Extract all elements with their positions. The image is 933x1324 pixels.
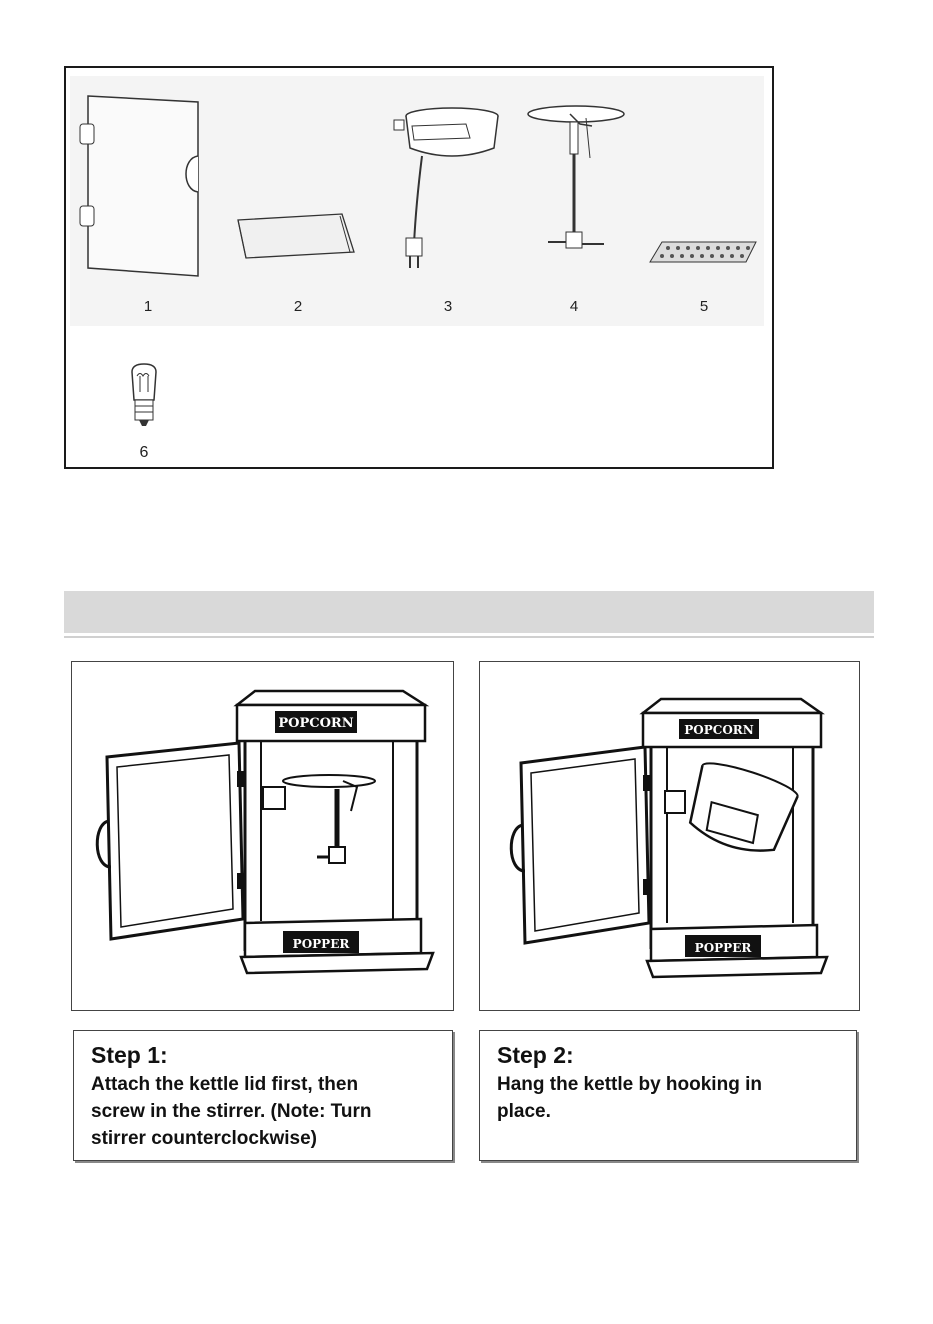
brand-popper-label-1: POPPER xyxy=(293,937,351,951)
stirrer-icon xyxy=(524,104,634,262)
part-number-1: 1 xyxy=(128,298,168,315)
step-1-text: Attach the kettle lid first, then screw … xyxy=(91,1071,371,1152)
popcorn-machine-step-2-illustration: POPCORN POPPER xyxy=(479,661,860,1011)
door-panel-icon xyxy=(78,94,208,280)
part-number-4: 4 xyxy=(554,298,594,315)
step-1-box: Step 1: Attach the kettle lid first, the… xyxy=(73,1030,453,1161)
brand-popper-label-2: POPPER xyxy=(695,941,753,955)
part-number-3: 3 xyxy=(428,298,468,315)
step-2-text: Hang the kettle by hooking in place. xyxy=(497,1071,762,1125)
step-2-title: Step 2: xyxy=(497,1042,762,1069)
step-1-title: Step 1: xyxy=(91,1042,371,1069)
part-number-2: 2 xyxy=(278,298,318,315)
popcorn-machine-step-1-illustration: POPCORN POPPER xyxy=(71,661,454,1011)
brand-popcorn-label-1: POPCORN xyxy=(278,716,353,731)
mat-icon xyxy=(648,240,758,266)
bulb-icon xyxy=(124,362,164,432)
section-divider xyxy=(64,636,874,638)
tray-icon xyxy=(232,212,362,262)
part-number-6: 6 xyxy=(124,444,164,462)
step-2-box: Step 2: Hang the kettle by hooking in pl… xyxy=(479,1030,857,1161)
part-number-5: 5 xyxy=(684,298,724,315)
section-header-bar xyxy=(64,591,874,633)
brand-popcorn-label-2: POPCORN xyxy=(684,723,753,737)
kettle-icon xyxy=(392,104,502,274)
